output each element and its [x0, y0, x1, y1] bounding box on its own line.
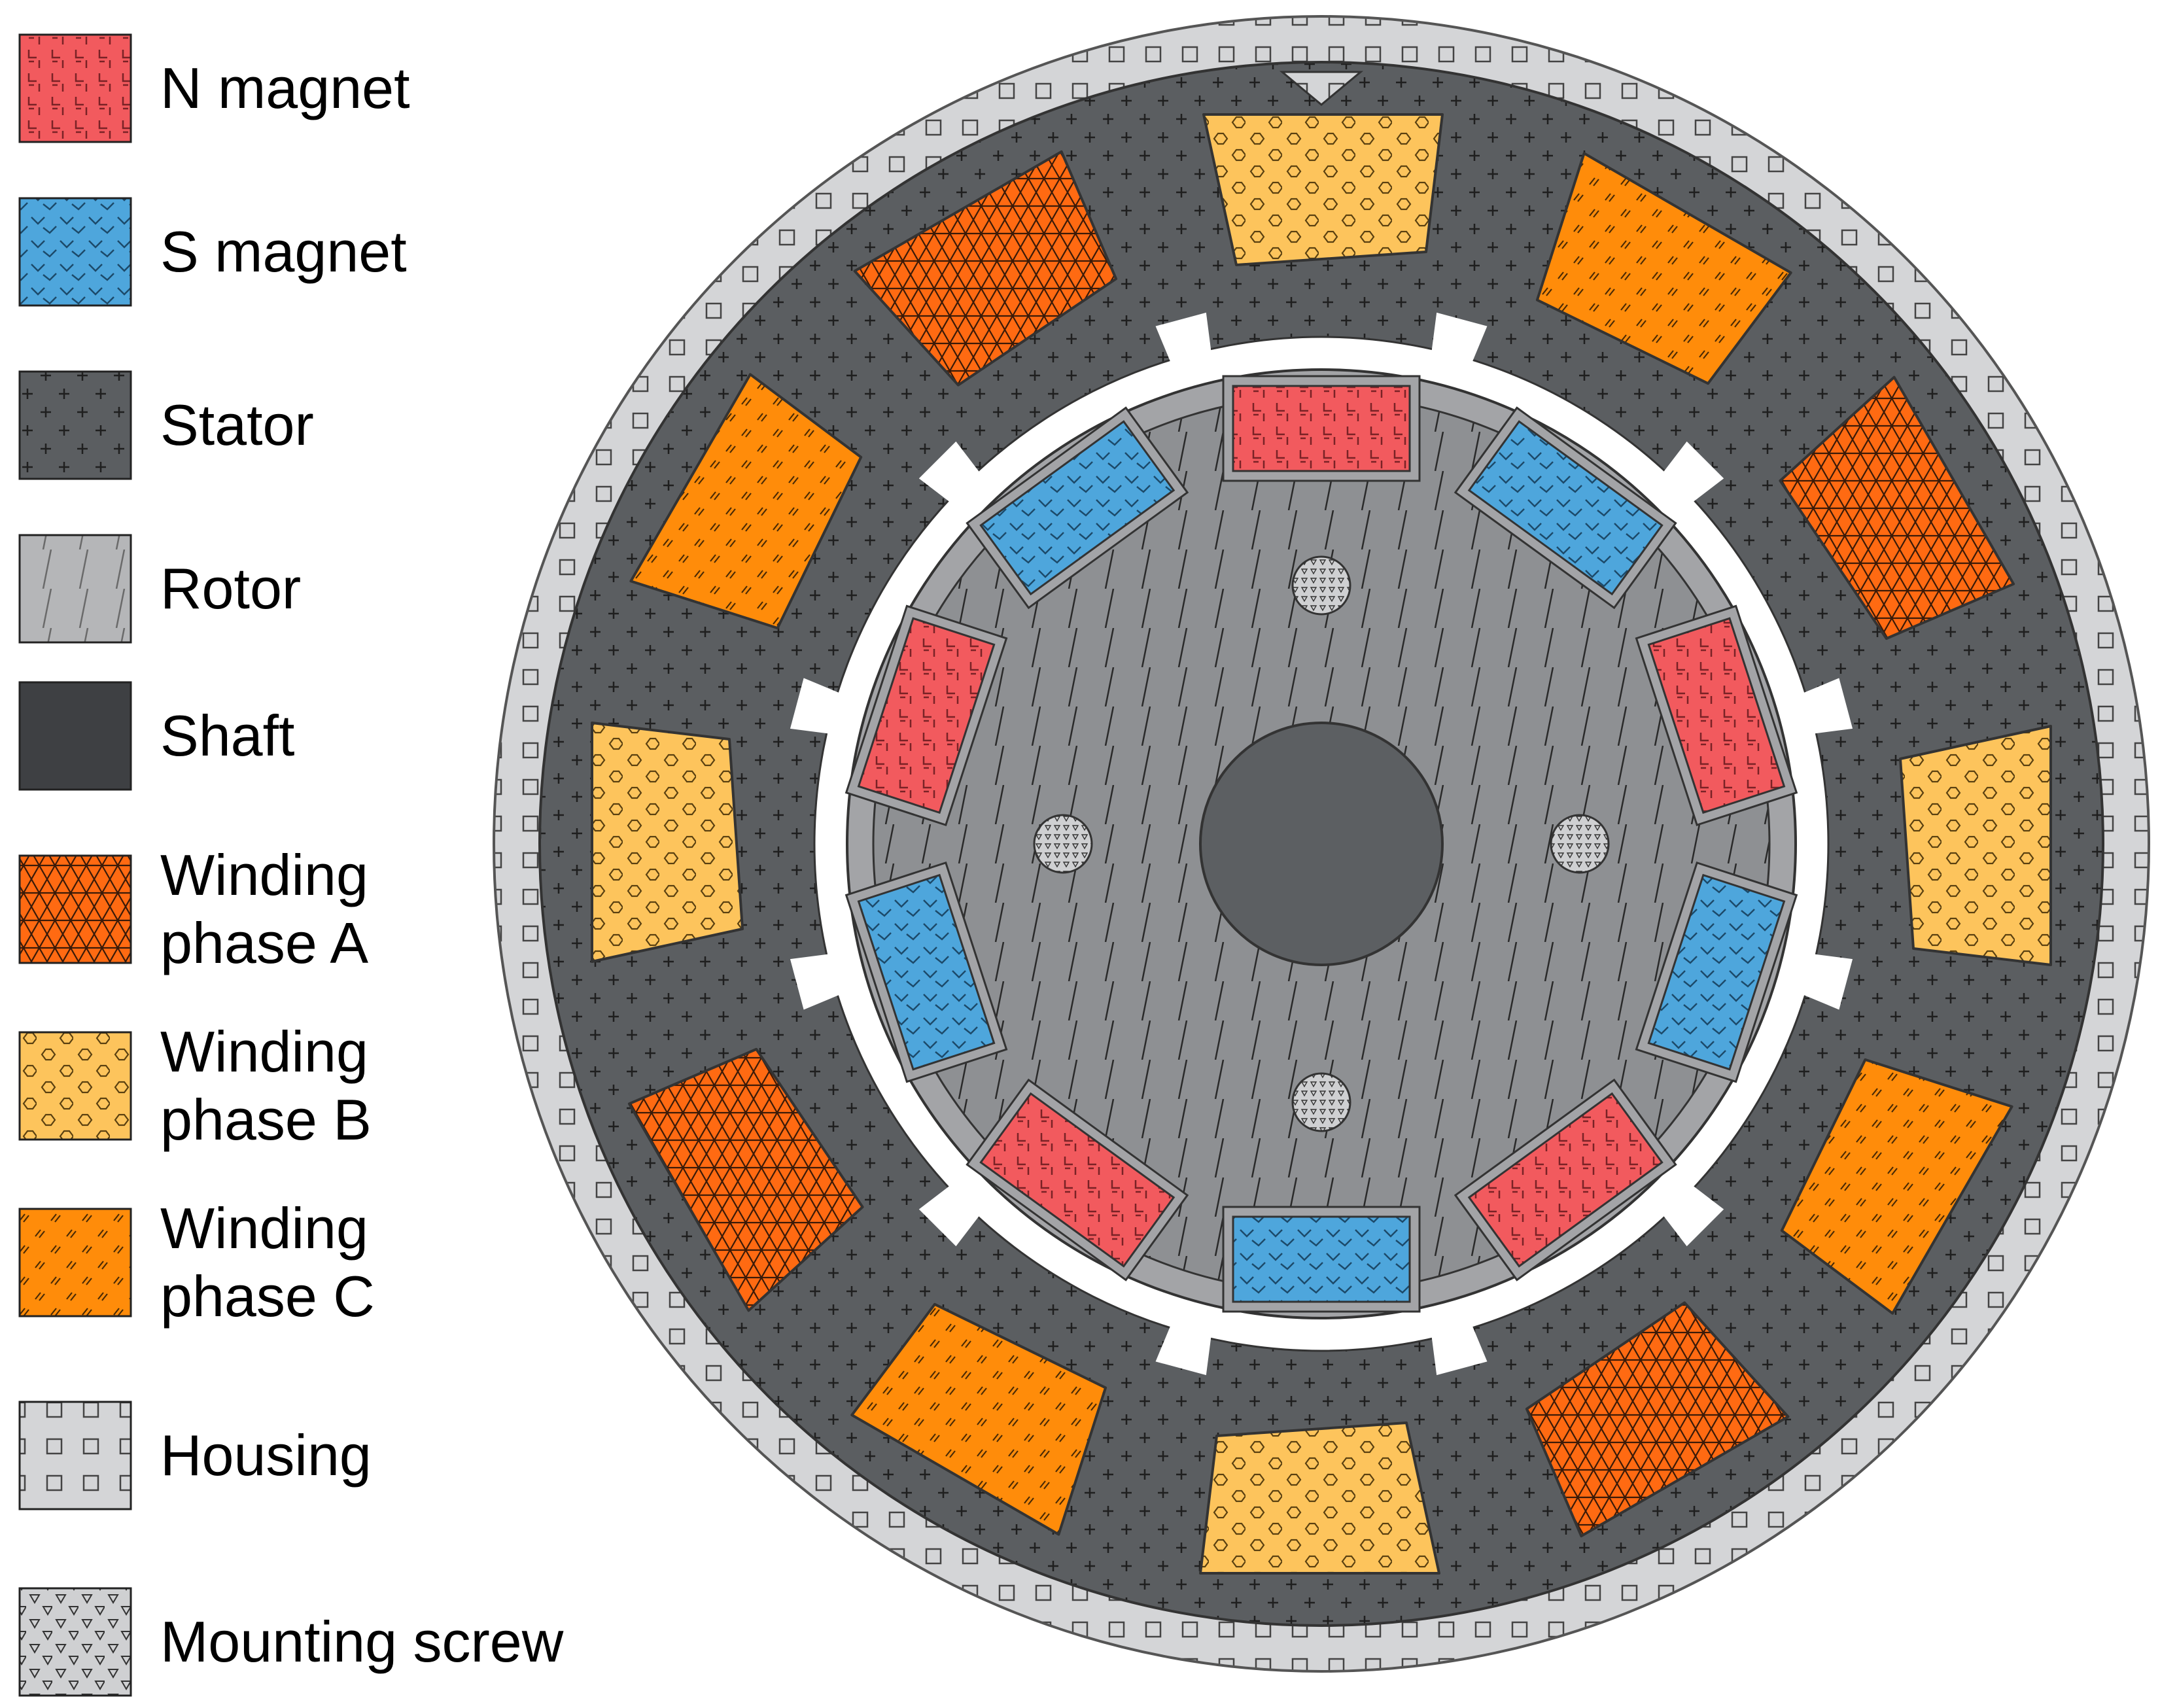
slot-opening	[1662, 1185, 1724, 1247]
n-magnet	[857, 617, 996, 814]
s-magnet	[1467, 420, 1664, 596]
legend-label: Shaft	[160, 703, 294, 768]
rotor-swatch-icon	[18, 534, 132, 644]
slot-opening	[1431, 1325, 1488, 1376]
winding-coil-phase-b	[1199, 1421, 1440, 1575]
winding-coil-phase-b	[1202, 113, 1444, 266]
stator-swatch-icon	[18, 370, 132, 480]
winding-coil-phase-c	[1780, 1058, 2013, 1315]
winding-phase-b-swatch-icon	[18, 1031, 132, 1141]
legend-label: S magnet	[160, 219, 407, 284]
legend-item-n-magnet: N magnet	[18, 33, 410, 143]
n-magnet-swatch-icon	[18, 33, 132, 143]
legend-label: Mounting screw	[160, 1609, 564, 1674]
legend-label: Stator	[160, 392, 314, 457]
legend-label: Rotor	[160, 556, 301, 621]
mounting-screw	[1291, 555, 1351, 616]
slot-opening	[1662, 441, 1724, 503]
slot-opening	[1155, 1325, 1211, 1376]
legend-item-housing: Housing	[18, 1401, 372, 1510]
winding-coil-phase-a	[627, 1047, 864, 1312]
slot-opening	[1431, 312, 1488, 363]
legend-item-shaft: Shaft	[18, 681, 294, 791]
legend-label: phase A	[160, 911, 368, 975]
slot-opening	[790, 678, 841, 734]
s-magnet	[857, 873, 996, 1071]
mounting-screws	[1033, 555, 1610, 1132]
shaft-swatch-icon	[18, 681, 132, 791]
winding-coil-phase-b	[1899, 725, 2052, 966]
legend-label: Winding	[160, 1196, 368, 1261]
n-magnet	[1467, 1092, 1664, 1268]
winding-coil-phase-c	[629, 373, 863, 630]
rotor-magnets	[845, 375, 1798, 1313]
mounting-screw-swatch-icon	[18, 1587, 132, 1697]
slot-opening	[790, 954, 841, 1010]
legend-label: phase C	[160, 1264, 375, 1329]
winding-coil-phase-a	[853, 150, 1118, 387]
shaft	[1199, 722, 1444, 966]
winding-coil-phase-a	[1779, 375, 2015, 640]
legend-label: N magnet	[160, 56, 410, 120]
slot-opening	[918, 1185, 981, 1247]
legend-label: Winding	[160, 843, 368, 907]
legend-item-s-magnet: S magnet	[18, 197, 407, 307]
n-magnet	[1647, 617, 1786, 814]
legend-label: Winding	[160, 1019, 368, 1084]
stator-teeth	[790, 312, 1853, 1376]
stator-slots	[591, 113, 2052, 1575]
s-magnet	[1647, 873, 1786, 1071]
n-magnet	[979, 1092, 1176, 1268]
slot-opening	[1802, 678, 1853, 734]
s-magnet-swatch-icon	[18, 197, 132, 307]
n-magnet	[1232, 385, 1411, 472]
housing-swatch-icon	[18, 1401, 132, 1510]
slot-opening	[918, 441, 981, 503]
legend-item-screw: Mounting screw	[18, 1587, 564, 1697]
mounting-screw	[1291, 1072, 1351, 1132]
mounting-screw	[1550, 814, 1610, 874]
s-magnet	[979, 420, 1176, 596]
slot-opening	[1802, 954, 1853, 1010]
s-magnet	[1232, 1215, 1411, 1303]
winding-phase-c-swatch-icon	[18, 1208, 132, 1317]
winding-coil-phase-c	[850, 1302, 1107, 1536]
winding-coil-phase-c	[1535, 152, 1792, 385]
winding-coil-phase-b	[591, 722, 744, 963]
winding-phase-a-swatch-icon	[18, 854, 132, 964]
legend-label: Housing	[160, 1423, 372, 1488]
legend-label: phase B	[160, 1087, 372, 1152]
legend-item-rotor: Rotor	[18, 534, 301, 644]
motor-cross-section	[493, 15, 2150, 1673]
slot-opening	[1155, 312, 1211, 363]
winding-coil-phase-a	[1525, 1301, 1790, 1538]
mounting-screw	[1033, 814, 1093, 874]
legend-item-stator: Stator	[18, 370, 314, 480]
